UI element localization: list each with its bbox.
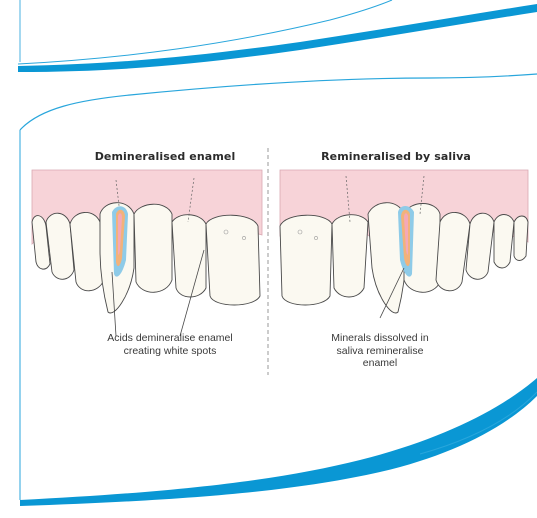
right-tooth [514, 216, 528, 261]
left-panel-heading: Demineralised enamel [85, 150, 245, 163]
left-teeth-illustration [32, 170, 262, 336]
left-tooth-central [206, 215, 260, 305]
left-caption-line: Acids demineralise enamel [55, 332, 285, 345]
right-teeth-illustration [280, 170, 528, 318]
right-tooth-central [280, 215, 332, 305]
right-tooth [494, 215, 514, 269]
top-frame [18, 0, 537, 72]
right-panel-heading: Remineralised by saliva [306, 150, 486, 163]
left-panel-caption: Acids demineralise enamel creating white… [55, 332, 285, 357]
right-tooth-lateral [332, 215, 368, 297]
left-caption-line: creating white spots [55, 345, 285, 358]
right-caption-line: enamel [300, 357, 460, 370]
left-tooth-lateral [172, 215, 206, 297]
right-caption-line: Minerals dissolved in [300, 332, 460, 345]
right-panel-caption: Minerals dissolved in saliva remineralis… [300, 332, 460, 370]
main-frame [20, 74, 537, 506]
right-tooth [466, 213, 494, 279]
right-caption-line: saliva remineralise [300, 345, 460, 358]
left-tooth [70, 212, 104, 290]
left-tooth [134, 204, 172, 292]
right-tooth [436, 212, 470, 290]
